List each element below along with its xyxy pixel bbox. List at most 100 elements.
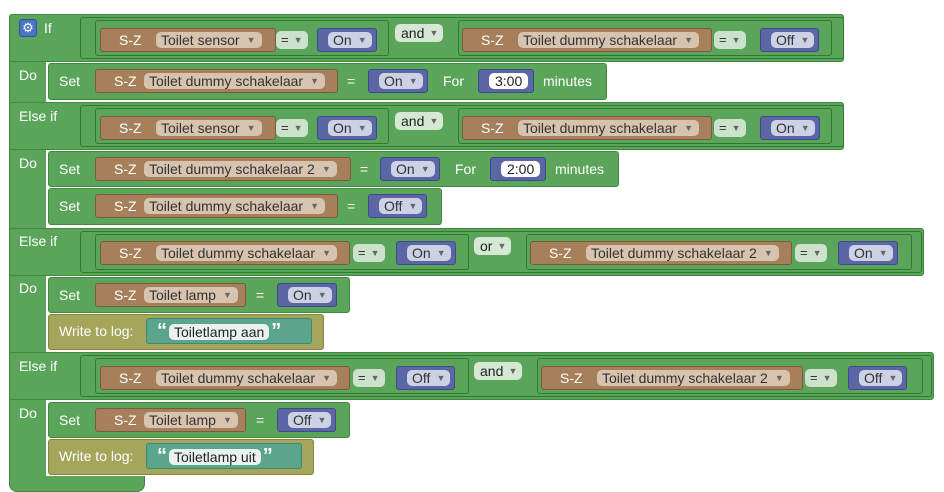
device-dropdown[interactable]: Toilet dummy schakelaar▼	[156, 370, 338, 386]
value-block[interactable]: Off▼	[396, 366, 456, 390]
dropdown-arrow-icon: ▼	[317, 290, 327, 300]
compare-op-dropdown[interactable]: =▼	[795, 244, 827, 262]
elseif-label-3: Else if	[19, 358, 58, 374]
device-dropdown[interactable]: Toilet sensor▼	[156, 32, 262, 48]
device-block[interactable]: S-Z Toilet sensor▼	[100, 116, 276, 140]
value-block[interactable]: On▼	[277, 283, 337, 307]
compare-op-dropdown[interactable]: =▼	[714, 119, 746, 137]
value-dropdown[interactable]: On▼	[328, 32, 372, 48]
set-label: Set	[59, 161, 81, 177]
value-dropdown[interactable]: On▼	[379, 73, 423, 89]
log-text-field[interactable]: Toiletlamp uit	[169, 449, 261, 466]
gear-icon[interactable]: ⚙	[19, 19, 37, 37]
equals-label: =	[256, 412, 265, 428]
dropdown-arrow-icon: ▼	[321, 164, 331, 174]
and-dropdown[interactable]: and▼	[395, 112, 444, 130]
dropdown-arrow-icon: ▼	[731, 35, 741, 45]
device-dropdown[interactable]: Toilet lamp▼	[144, 412, 238, 428]
and-dropdown[interactable]: and▼	[395, 24, 444, 42]
value-block[interactable]: On▼	[368, 69, 428, 93]
value-dropdown[interactable]: On▼	[288, 287, 332, 303]
device-dropdown[interactable]: Toilet dummy schakelaar 2▼	[144, 161, 337, 177]
duration-block[interactable]: 3:00	[478, 69, 535, 93]
value-block[interactable]: Off▼	[277, 408, 337, 432]
device-dropdown[interactable]: Toilet dummy schakelaar▼	[144, 198, 326, 214]
duration-field[interactable]: 2:00	[501, 161, 541, 177]
value-dropdown[interactable]: Off▼	[859, 370, 903, 386]
value-block[interactable]: On▼	[380, 157, 440, 181]
write-log-label: Write to log:	[59, 448, 134, 464]
device-dropdown[interactable]: Toilet dummy schakelaar▼	[518, 120, 700, 136]
equals-label: =	[360, 161, 369, 177]
for-label: For	[443, 73, 464, 89]
compare-op-dropdown[interactable]: =▼	[276, 119, 308, 137]
minutes-label: minutes	[555, 161, 605, 177]
device-dropdown[interactable]: Toilet dummy schakelaar 2▼	[597, 370, 790, 386]
dropdown-arrow-icon: ▼	[497, 241, 507, 251]
value-dropdown[interactable]: On▼	[849, 245, 893, 261]
value-block[interactable]: Off▼	[368, 194, 428, 218]
device-dropdown[interactable]: Toilet lamp▼	[144, 287, 238, 303]
value-block[interactable]: On▼	[760, 116, 820, 140]
set-label: Set	[59, 412, 81, 428]
text-block[interactable]: “Toiletlamp aan”	[146, 318, 312, 344]
value-dropdown[interactable]: On▼	[771, 120, 815, 136]
equals-label: =	[347, 198, 356, 214]
device-block[interactable]: S-Z Toilet dummy schakelaar 2▼	[95, 157, 351, 181]
device-dropdown[interactable]: Toilet dummy schakelaar▼	[156, 245, 338, 261]
duration-block[interactable]: 2:00	[490, 157, 547, 181]
value-block[interactable]: On▼	[317, 28, 377, 52]
dropdown-arrow-icon: ▼	[357, 35, 367, 45]
device-dropdown[interactable]: Toilet dummy schakelaar▼	[518, 32, 700, 48]
value-block[interactable]: Off▼	[848, 366, 908, 390]
or-dropdown[interactable]: or▼	[474, 237, 512, 255]
compare-op-dropdown[interactable]: =▼	[805, 369, 837, 387]
and-dropdown[interactable]: and▼	[474, 362, 523, 380]
compare-op-dropdown[interactable]: =▼	[353, 244, 385, 262]
value-block[interactable]: On▼	[396, 241, 456, 265]
duration-field[interactable]: 3:00	[489, 73, 529, 89]
value-dropdown[interactable]: On▼	[407, 245, 451, 261]
do-label-4: Do	[19, 405, 37, 421]
text-block[interactable]: “Toiletlamp uit”	[146, 443, 302, 469]
compare-op-dropdown[interactable]: =▼	[353, 369, 385, 387]
device-dropdown[interactable]: Toilet dummy schakelaar 2▼	[586, 245, 779, 261]
value-dropdown[interactable]: Off▼	[407, 370, 451, 386]
dropdown-arrow-icon: ▼	[246, 123, 256, 133]
dropdown-arrow-icon: ▼	[370, 248, 380, 258]
compare-op-dropdown[interactable]: =▼	[276, 31, 308, 49]
write-log-label: Write to log:	[59, 323, 134, 339]
device-dropdown[interactable]: Toilet sensor▼	[156, 120, 262, 136]
dropdown-arrow-icon: ▼	[317, 415, 327, 425]
value-dropdown[interactable]: On▼	[391, 161, 435, 177]
dropdown-arrow-icon: ▼	[774, 373, 784, 383]
sz-prefix-label: S-Z	[560, 370, 583, 386]
value-block[interactable]: On▼	[317, 116, 377, 140]
value-dropdown[interactable]: Off▼	[379, 198, 423, 214]
value-dropdown[interactable]: On▼	[328, 120, 372, 136]
device-dropdown[interactable]: Toilet dummy schakelaar▼	[144, 73, 326, 89]
dropdown-arrow-icon: ▼	[436, 373, 446, 383]
log-text-field[interactable]: Toiletlamp aan	[169, 324, 270, 341]
value-block[interactable]: On▼	[838, 241, 898, 265]
elseif-label-2: Else if	[19, 233, 58, 249]
compare-op-dropdown[interactable]: =▼	[714, 31, 746, 49]
equals-label: =	[347, 73, 356, 89]
value-dropdown[interactable]: Off▼	[288, 412, 332, 428]
sz-prefix-label: S-Z	[119, 120, 142, 136]
close-quote-icon: ”	[271, 320, 282, 342]
value-block[interactable]: Off▼	[760, 28, 820, 52]
value-dropdown[interactable]: Off▼	[771, 32, 815, 48]
sz-prefix-label: S-Z	[114, 161, 137, 177]
device-block[interactable]: S-Z Toilet dummy schakelaar 2▼	[541, 366, 803, 390]
